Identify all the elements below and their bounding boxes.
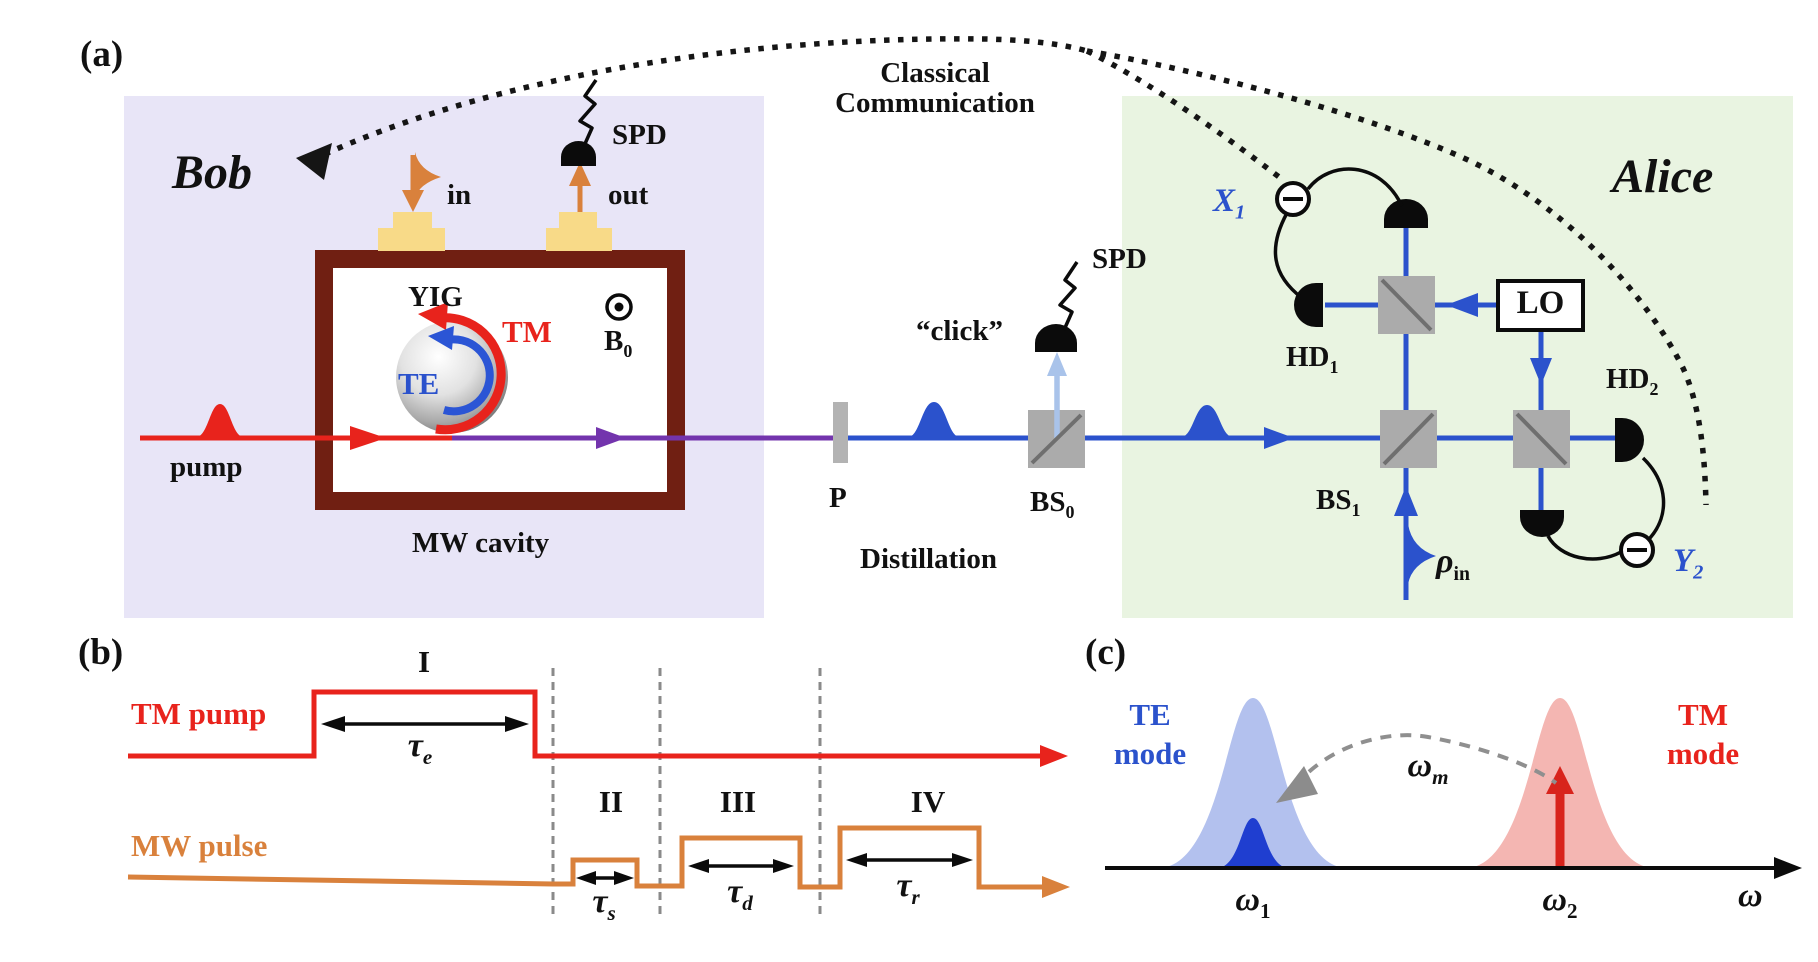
te-label: TE	[398, 366, 440, 401]
rho-in-label: ρin	[1436, 543, 1470, 585]
classical-communication-label: Classical Communication	[810, 58, 1060, 119]
mw-pulse-label: MW pulse	[131, 828, 268, 863]
tm-label: TM	[502, 314, 552, 349]
panel-b-tag: (b)	[78, 632, 124, 673]
bob-title: Bob	[172, 146, 253, 199]
click-label: “click”	[916, 315, 1003, 347]
phase-2-label: II	[598, 784, 624, 819]
spd-click-detector-icon	[1035, 261, 1079, 352]
spd-label: SPD	[612, 119, 667, 151]
classical-line2: Communication	[835, 87, 1035, 120]
omega-m-arrowhead	[1276, 766, 1318, 803]
tau-d-label: τd	[727, 873, 753, 915]
tau-s-label: τs	[592, 883, 616, 925]
omega-axis-label: ω	[1738, 877, 1763, 914]
out-label: out	[608, 179, 649, 211]
bs1-label: BS1	[1316, 484, 1361, 520]
bs0-label: BS0	[1030, 486, 1075, 522]
te-peak-dark	[1219, 818, 1287, 868]
lo-label: LO	[1516, 285, 1565, 321]
panel-c-tag: (c)	[1085, 632, 1127, 673]
frequency-axis	[1105, 857, 1802, 879]
tm-pump-label: TM pump	[131, 696, 267, 731]
tau-e-label: τe	[407, 727, 433, 769]
mw-cavity-label: MW cavity	[412, 527, 550, 559]
tm-peak-light	[1469, 698, 1651, 868]
in-label: in	[447, 179, 472, 211]
alice-title: Alice	[1612, 150, 1714, 203]
omega-m-label: ωm	[1407, 747, 1449, 789]
b0-label: B0	[604, 325, 633, 361]
omega-1-label: ω1	[1235, 881, 1271, 923]
y2-label: Y2	[1673, 543, 1704, 584]
polarizer-plate	[833, 402, 848, 463]
yig-label: YIG	[408, 281, 463, 313]
pump-label: pump	[170, 451, 243, 483]
x1-label: X1	[1213, 183, 1246, 224]
phase-3-label: III	[719, 784, 757, 819]
bs0-beamsplitter	[1028, 352, 1085, 468]
phase-4-label: IV	[910, 784, 946, 819]
spd2-label: SPD	[1092, 243, 1147, 275]
tm-peak-arrow	[1546, 766, 1574, 866]
hd2-label: HD2	[1606, 363, 1659, 399]
tau-r-label: τr	[896, 867, 920, 909]
omega-2-label: ω2	[1542, 881, 1578, 923]
p-label: P	[829, 482, 847, 514]
classical-line1: Classical	[880, 57, 990, 89]
hd1-label: HD1	[1286, 341, 1339, 377]
distillation-label: Distillation	[860, 543, 997, 575]
panel-a-tag: (a)	[80, 34, 124, 75]
phase-1-label: I	[417, 644, 431, 679]
